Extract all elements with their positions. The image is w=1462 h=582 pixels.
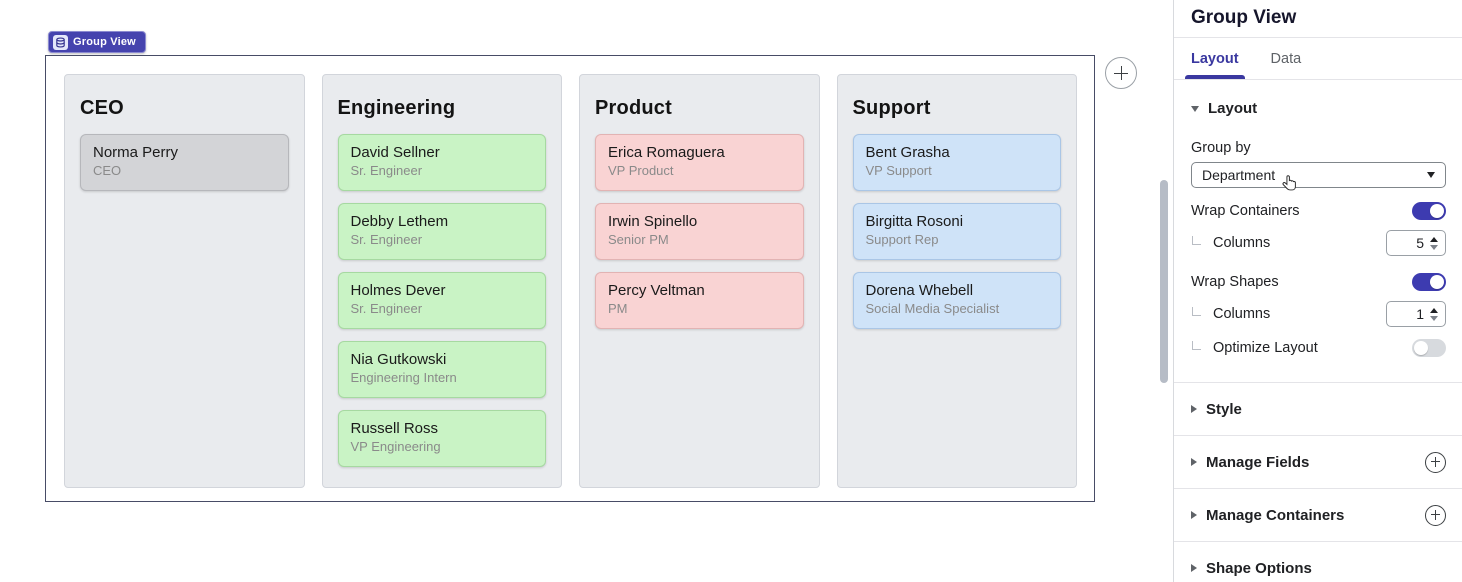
group-view-badge[interactable]: Group View (48, 31, 146, 53)
group-view-canvas[interactable]: CEO Norma Perry CEO Engineering David Se… (45, 55, 1095, 502)
section-label: Shape Options (1206, 559, 1312, 577)
triangle-right-icon (1191, 405, 1197, 413)
person-card[interactable]: Irwin Spinello Senior PM (595, 203, 804, 260)
wrap-containers-toggle[interactable] (1412, 202, 1446, 220)
person-name: Holmes Dever (350, 282, 446, 299)
add-container-button[interactable] (1425, 504, 1446, 526)
section-style[interactable]: Style (1174, 382, 1462, 435)
stepper-value: 5 (1416, 235, 1424, 251)
group-column-engineering[interactable]: Engineering David Sellner Sr. Engineer D… (321, 74, 562, 488)
wrap-shapes-toggle[interactable] (1412, 273, 1446, 291)
person-role: Engineering Intern (350, 370, 457, 385)
group-by-value: Department (1202, 167, 1276, 183)
person-card[interactable]: Nia Gutkowski Engineering Intern (337, 341, 546, 398)
panel-title: Group View (1191, 7, 1297, 28)
group-view-panel: Group View Layout Data Layout Group by D… (1173, 0, 1462, 582)
triangle-right-icon (1191, 458, 1197, 466)
group-view-badge-label: Group View (73, 36, 136, 48)
person-card[interactable]: Holmes Dever Sr. Engineer (337, 272, 546, 329)
panel-sections: Style Manage Fields Manage Containers (1174, 382, 1462, 582)
tab-layout[interactable]: Layout (1185, 38, 1245, 79)
person-role: VP Engineering (350, 439, 441, 454)
group-header: Engineering (337, 97, 456, 119)
person-role: Sr. Engineer (350, 163, 423, 178)
person-role: Senior PM (608, 232, 669, 247)
section-label: Style (1206, 400, 1242, 418)
person-card[interactable]: Russell Ross VP Engineering (337, 410, 546, 467)
person-card[interactable]: David Sellner Sr. Engineer (337, 134, 546, 191)
toggle-knob (1430, 204, 1444, 218)
tree-branch-icon (1192, 306, 1201, 316)
group-by-label: Group by (1191, 140, 1251, 156)
person-name: Percy Veltman (608, 282, 705, 299)
person-role: Sr. Engineer (350, 232, 423, 247)
triangle-right-icon (1191, 564, 1197, 572)
divider (1174, 37, 1462, 38)
panel-tabs: Layout Data (1174, 38, 1462, 79)
vertical-scrollbar[interactable] (1160, 180, 1168, 383)
section-label: Manage Fields (1206, 453, 1310, 471)
wrap-containers-label: Wrap Containers (1191, 203, 1300, 219)
person-card[interactable]: Norma Perry CEO (80, 134, 289, 191)
person-card[interactable]: Bent Grasha VP Support (852, 134, 1061, 191)
person-role: Sr. Engineer (350, 301, 423, 316)
person-name: Birgitta Rosoni (865, 213, 964, 230)
person-name: David Sellner (350, 144, 440, 161)
group-column-ceo[interactable]: CEO Norma Perry CEO (64, 74, 305, 488)
divider (1174, 79, 1462, 80)
database-icon (53, 34, 68, 50)
group-header: Support (852, 97, 931, 119)
stepper-arrows-icon[interactable] (1430, 307, 1438, 321)
toggle-knob (1430, 275, 1444, 289)
add-field-button[interactable] (1425, 451, 1446, 473)
toggle-knob (1414, 341, 1428, 355)
person-card[interactable]: Birgitta Rosoni Support Rep (852, 203, 1061, 260)
person-card[interactable]: Dorena Whebell Social Media Specialist (852, 272, 1061, 329)
wrap-shapes-columns-stepper[interactable]: 1 (1386, 301, 1446, 327)
wrap-containers-columns-label: Columns (1191, 235, 1270, 251)
person-card[interactable]: Percy Veltman PM (595, 272, 804, 329)
person-role: PM (608, 301, 628, 316)
layout-section-header[interactable]: Layout (1191, 100, 1446, 117)
group-by-dropdown[interactable]: Department (1191, 162, 1446, 188)
person-name: Bent Grasha (865, 144, 950, 161)
person-role: CEO (93, 163, 122, 178)
person-role: Social Media Specialist (865, 301, 1000, 316)
tree-branch-icon (1192, 340, 1201, 350)
wrap-shapes-columns-label: Columns (1191, 306, 1270, 322)
section-label: Manage Containers (1206, 506, 1345, 524)
group-header: CEO (80, 97, 124, 119)
optimize-layout-label: Optimize Layout (1191, 340, 1318, 356)
section-manage-fields[interactable]: Manage Fields (1174, 435, 1462, 488)
section-shape-options[interactable]: Shape Options (1174, 541, 1462, 582)
group-header: Product (595, 97, 672, 119)
wrap-containers-columns-stepper[interactable]: 5 (1386, 230, 1446, 256)
stepper-arrows-icon[interactable] (1430, 236, 1438, 250)
person-name: Irwin Spinello (608, 213, 698, 230)
person-role: VP Product (608, 163, 674, 178)
layout-section-label: Layout (1208, 100, 1258, 117)
optimize-layout-toggle[interactable] (1412, 339, 1446, 357)
caret-down-icon (1427, 172, 1435, 178)
triangle-right-icon (1191, 511, 1197, 519)
person-name: Nia Gutkowski (350, 351, 447, 368)
person-card[interactable]: Debby Lethem Sr. Engineer (337, 203, 546, 260)
section-manage-containers[interactable]: Manage Containers (1174, 488, 1462, 541)
person-role: VP Support (865, 163, 932, 178)
triangle-down-icon (1191, 105, 1199, 112)
wrap-shapes-label: Wrap Shapes (1191, 274, 1279, 290)
person-name: Norma Perry (93, 144, 179, 161)
canvas-add-button[interactable] (1105, 57, 1137, 89)
person-name: Erica Romaguera (608, 144, 725, 161)
person-name: Debby Lethem (350, 213, 449, 230)
person-role: Support Rep (865, 232, 939, 247)
stepper-value: 1 (1416, 306, 1424, 322)
group-column-product[interactable]: Product Erica Romaguera VP Product Irwin… (579, 74, 820, 488)
person-name: Russell Ross (350, 420, 439, 437)
group-column-support[interactable]: Support Bent Grasha VP Support Birgitta … (836, 74, 1077, 488)
person-card[interactable]: Erica Romaguera VP Product (595, 134, 804, 191)
tab-data[interactable]: Data (1270, 50, 1302, 67)
person-name: Dorena Whebell (865, 282, 974, 299)
tree-branch-icon (1192, 235, 1201, 245)
